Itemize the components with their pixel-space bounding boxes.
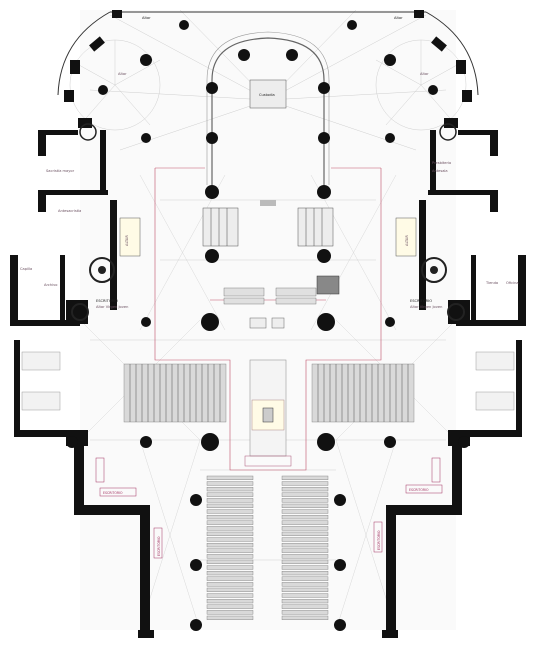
- label-right-confession: ESCRITORIO: [410, 299, 432, 303]
- nave-pew: [206, 487, 254, 492]
- nave-pew: [281, 571, 329, 576]
- label-right-nave-side: ESCRITORIO: [377, 530, 381, 550]
- nave-pew: [206, 526, 254, 531]
- nave-pew: [206, 587, 254, 592]
- nave-pew: [281, 587, 329, 592]
- nave-pew: [281, 615, 329, 620]
- walls: [10, 10, 526, 638]
- label-left-corner: Capilla: [20, 267, 32, 271]
- label-right-chapel: Altar: [420, 72, 429, 76]
- transept-side-furniture: [21, 217, 515, 411]
- nave-pew: [281, 498, 329, 503]
- label-left-chapel: Altar: [118, 72, 127, 76]
- label-left-lateral: ALTAR: [125, 235, 129, 246]
- nave-pew: [281, 481, 329, 486]
- label-right-lateral: ALTAR: [405, 235, 409, 246]
- nave-pew: [206, 481, 254, 486]
- label-right-side-2: Antesala: [432, 169, 448, 173]
- nave-pew: [206, 565, 254, 570]
- central-aisle: [244, 359, 292, 467]
- stairs: [71, 123, 465, 321]
- nave-pew: [206, 520, 254, 525]
- nave-pew: [281, 526, 329, 531]
- label-top-left: Altar: [142, 16, 151, 20]
- nave-pew: [206, 543, 254, 548]
- nave-pew: [281, 604, 329, 609]
- nave-pew: [281, 487, 329, 492]
- nave-pew: [281, 543, 329, 548]
- nave-pew: [206, 604, 254, 609]
- nave-pew: [206, 503, 254, 508]
- nave-pew: [206, 531, 254, 536]
- label-right-booth: ESCRITORIO: [409, 488, 429, 492]
- nave-pew: [281, 610, 329, 615]
- choir-benches: [202, 79, 340, 295]
- nave-pew: [281, 593, 329, 598]
- label-left-side-1: Sacristía mayor: [46, 169, 75, 173]
- nave-pew: [281, 599, 329, 604]
- nave-pew: [281, 576, 329, 581]
- room-labels: Altar Altar Altar Altar Custodia Sacrist…: [20, 16, 519, 559]
- nave-pew: [281, 582, 329, 587]
- label-left-corner-2: Archivo: [44, 283, 57, 287]
- nave-pew: [206, 498, 254, 503]
- label-right-side-1: Presbiterio: [432, 161, 451, 165]
- label-right-corner: Tienda: [485, 281, 498, 285]
- nave-pew: [281, 531, 329, 536]
- label-left-booth: ESCRITORIO: [103, 491, 123, 495]
- nave-pew: [206, 599, 254, 604]
- transept-pews: [123, 363, 415, 423]
- nave-pew: [206, 571, 254, 576]
- nave-pew: [281, 537, 329, 542]
- apse-outline: [57, 11, 479, 185]
- nave-pew: [281, 509, 329, 514]
- label-left-nave-side: ESCRITORIO: [157, 536, 161, 556]
- nave-pew: [206, 615, 254, 620]
- nave-pew: [281, 520, 329, 525]
- nave-pew: [206, 509, 254, 514]
- label-choir: Custodia: [259, 93, 275, 97]
- nave-pew: [281, 492, 329, 497]
- presbytery-furniture: [223, 287, 317, 329]
- nave-pew: [206, 582, 254, 587]
- label-right-confession-sub: Altar Vírgen Joven: [410, 305, 442, 309]
- label-right-corner-2: Oficina: [506, 281, 519, 285]
- nave-pew: [206, 576, 254, 581]
- nave-pew: [206, 537, 254, 542]
- nave-pew: [206, 554, 254, 559]
- nave-pew: [281, 548, 329, 553]
- nave-pew: [206, 492, 254, 497]
- nave-pew: [206, 559, 254, 564]
- nave-pews: [206, 475, 329, 620]
- nave-pew: [281, 565, 329, 570]
- label-left-side-2: Antesacristía: [58, 209, 81, 213]
- nave-pew: [206, 548, 254, 553]
- nave-pew: [281, 515, 329, 520]
- columns: [66, 20, 470, 631]
- label-left-confession: ESCRITORIO: [96, 299, 118, 303]
- nave-pew: [206, 593, 254, 598]
- label-top-right: Altar: [394, 16, 403, 20]
- nave-pew: [281, 475, 329, 480]
- nave-pew: [281, 503, 329, 508]
- nave-pew: [206, 610, 254, 615]
- nave-pew: [206, 515, 254, 520]
- nave-pew: [281, 559, 329, 564]
- nave-pew: [281, 554, 329, 559]
- nave-pew: [206, 475, 254, 480]
- label-left-confession-sub: Altar Vírgen Joven: [96, 305, 128, 309]
